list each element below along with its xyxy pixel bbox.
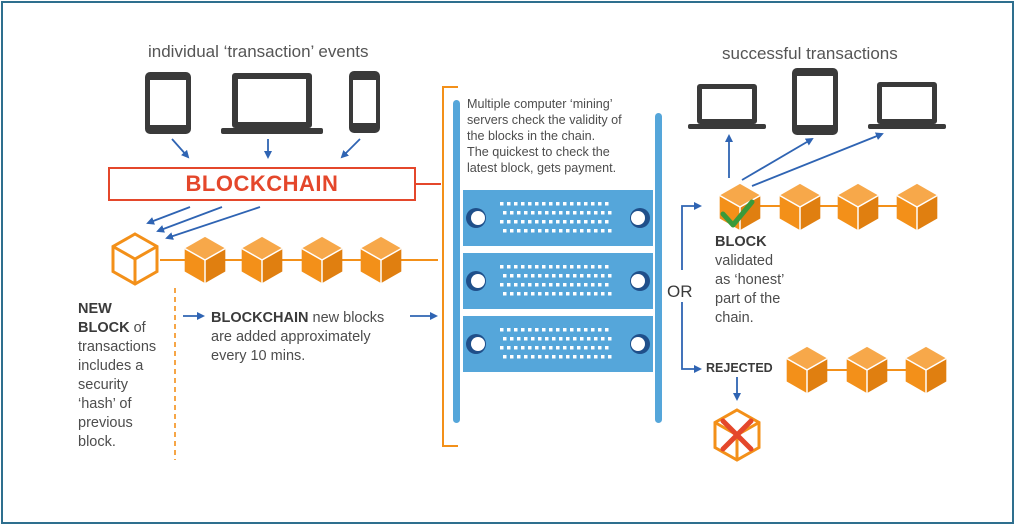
mining-line: servers check the validity of <box>467 113 622 127</box>
validated-block-description: BLOCK validated as ‘honest’ part of the cha… <box>715 233 815 328</box>
block-cube-icon <box>895 183 939 231</box>
block-cube-icon <box>183 236 227 284</box>
phone-icon <box>349 71 380 133</box>
new-block-line: includes a <box>78 358 144 374</box>
blockchain-to-block-arrows <box>146 206 261 240</box>
block-cube-icon <box>904 346 948 394</box>
server-rack <box>463 190 653 372</box>
block-cube-icon <box>785 346 829 394</box>
new-block-cube-icon <box>111 232 159 286</box>
block-cube-icon <box>240 236 284 284</box>
validated-block-line: validated <box>715 253 774 269</box>
mining-line: the blocks in the chain. <box>467 129 596 143</box>
new-block-line: security <box>78 377 128 393</box>
or-label: OR <box>667 282 693 301</box>
rack-post-left <box>453 100 460 423</box>
mining-description: Multiple computer ‘mining’ servers check … <box>467 96 657 176</box>
rack-post-right <box>655 113 662 423</box>
validated-to-devices-arrows <box>725 132 884 187</box>
mining-line: Multiple computer ‘mining’ <box>467 97 613 111</box>
laptop-icon <box>688 84 766 129</box>
cross-icon <box>720 418 754 452</box>
laptop-icon <box>868 82 946 129</box>
server-icon <box>463 253 653 309</box>
new-block-lines: transactions includes a security ‘hash’ of p… <box>78 338 178 452</box>
server-icon <box>463 190 653 246</box>
tablet-icon <box>792 68 838 135</box>
new-block-line: of <box>129 320 146 336</box>
validated-block-cube-icon <box>718 183 762 231</box>
server-icon <box>463 316 653 372</box>
new-block-line: transactions <box>78 339 157 355</box>
new-block-title: NEW <box>78 301 112 317</box>
block-cube-icon <box>300 236 344 284</box>
block-cube-icon <box>845 346 889 394</box>
mining-bracket <box>442 86 458 447</box>
left-header: individual ‘transaction’ events <box>148 42 369 61</box>
validated-block-title: BLOCK <box>715 234 767 250</box>
validated-block-line: part of the <box>715 291 781 307</box>
tablet-icon <box>145 72 191 134</box>
laptop-icon <box>221 73 323 134</box>
blockchain-note-line: every 10 mins. <box>211 348 306 364</box>
blockchain-note: BLOCKCHAIN new blocks are added approxim… <box>211 309 411 366</box>
new-block-line: previous <box>78 415 133 431</box>
validated-block-lines: validated as ‘honest’ part of the chain. <box>715 252 815 328</box>
block-cube-icon <box>359 236 403 284</box>
rejected-label: REJECTED <box>706 361 773 375</box>
blockchain-note-title: BLOCKCHAIN <box>211 310 309 326</box>
blockchain-box: BLOCKCHAIN <box>108 167 416 201</box>
block-cube-icon <box>836 183 880 231</box>
validated-block-line: chain. <box>715 310 754 326</box>
validated-block-line: as ‘honest’ <box>715 272 785 288</box>
device-to-blockchain-arrows <box>171 138 361 159</box>
blockchain-note-rest: new blocks <box>312 310 385 326</box>
blockchain-note-lines: are added approximately every 10 mins. <box>211 328 411 366</box>
checkmark-icon <box>720 199 755 228</box>
blockchain-note-line: are added approximately <box>211 329 371 345</box>
block-cube-icon <box>778 183 822 231</box>
blockchain-label: BLOCKCHAIN <box>185 171 339 196</box>
new-block-line: block. <box>78 434 116 450</box>
right-header: successful transactions <box>722 44 898 63</box>
new-block-line: ‘hash’ of <box>78 396 132 412</box>
or-branch-lines <box>681 202 702 373</box>
mining-line: The quickest to check the <box>467 145 610 159</box>
mining-line: latest block, gets payment. <box>467 161 617 175</box>
